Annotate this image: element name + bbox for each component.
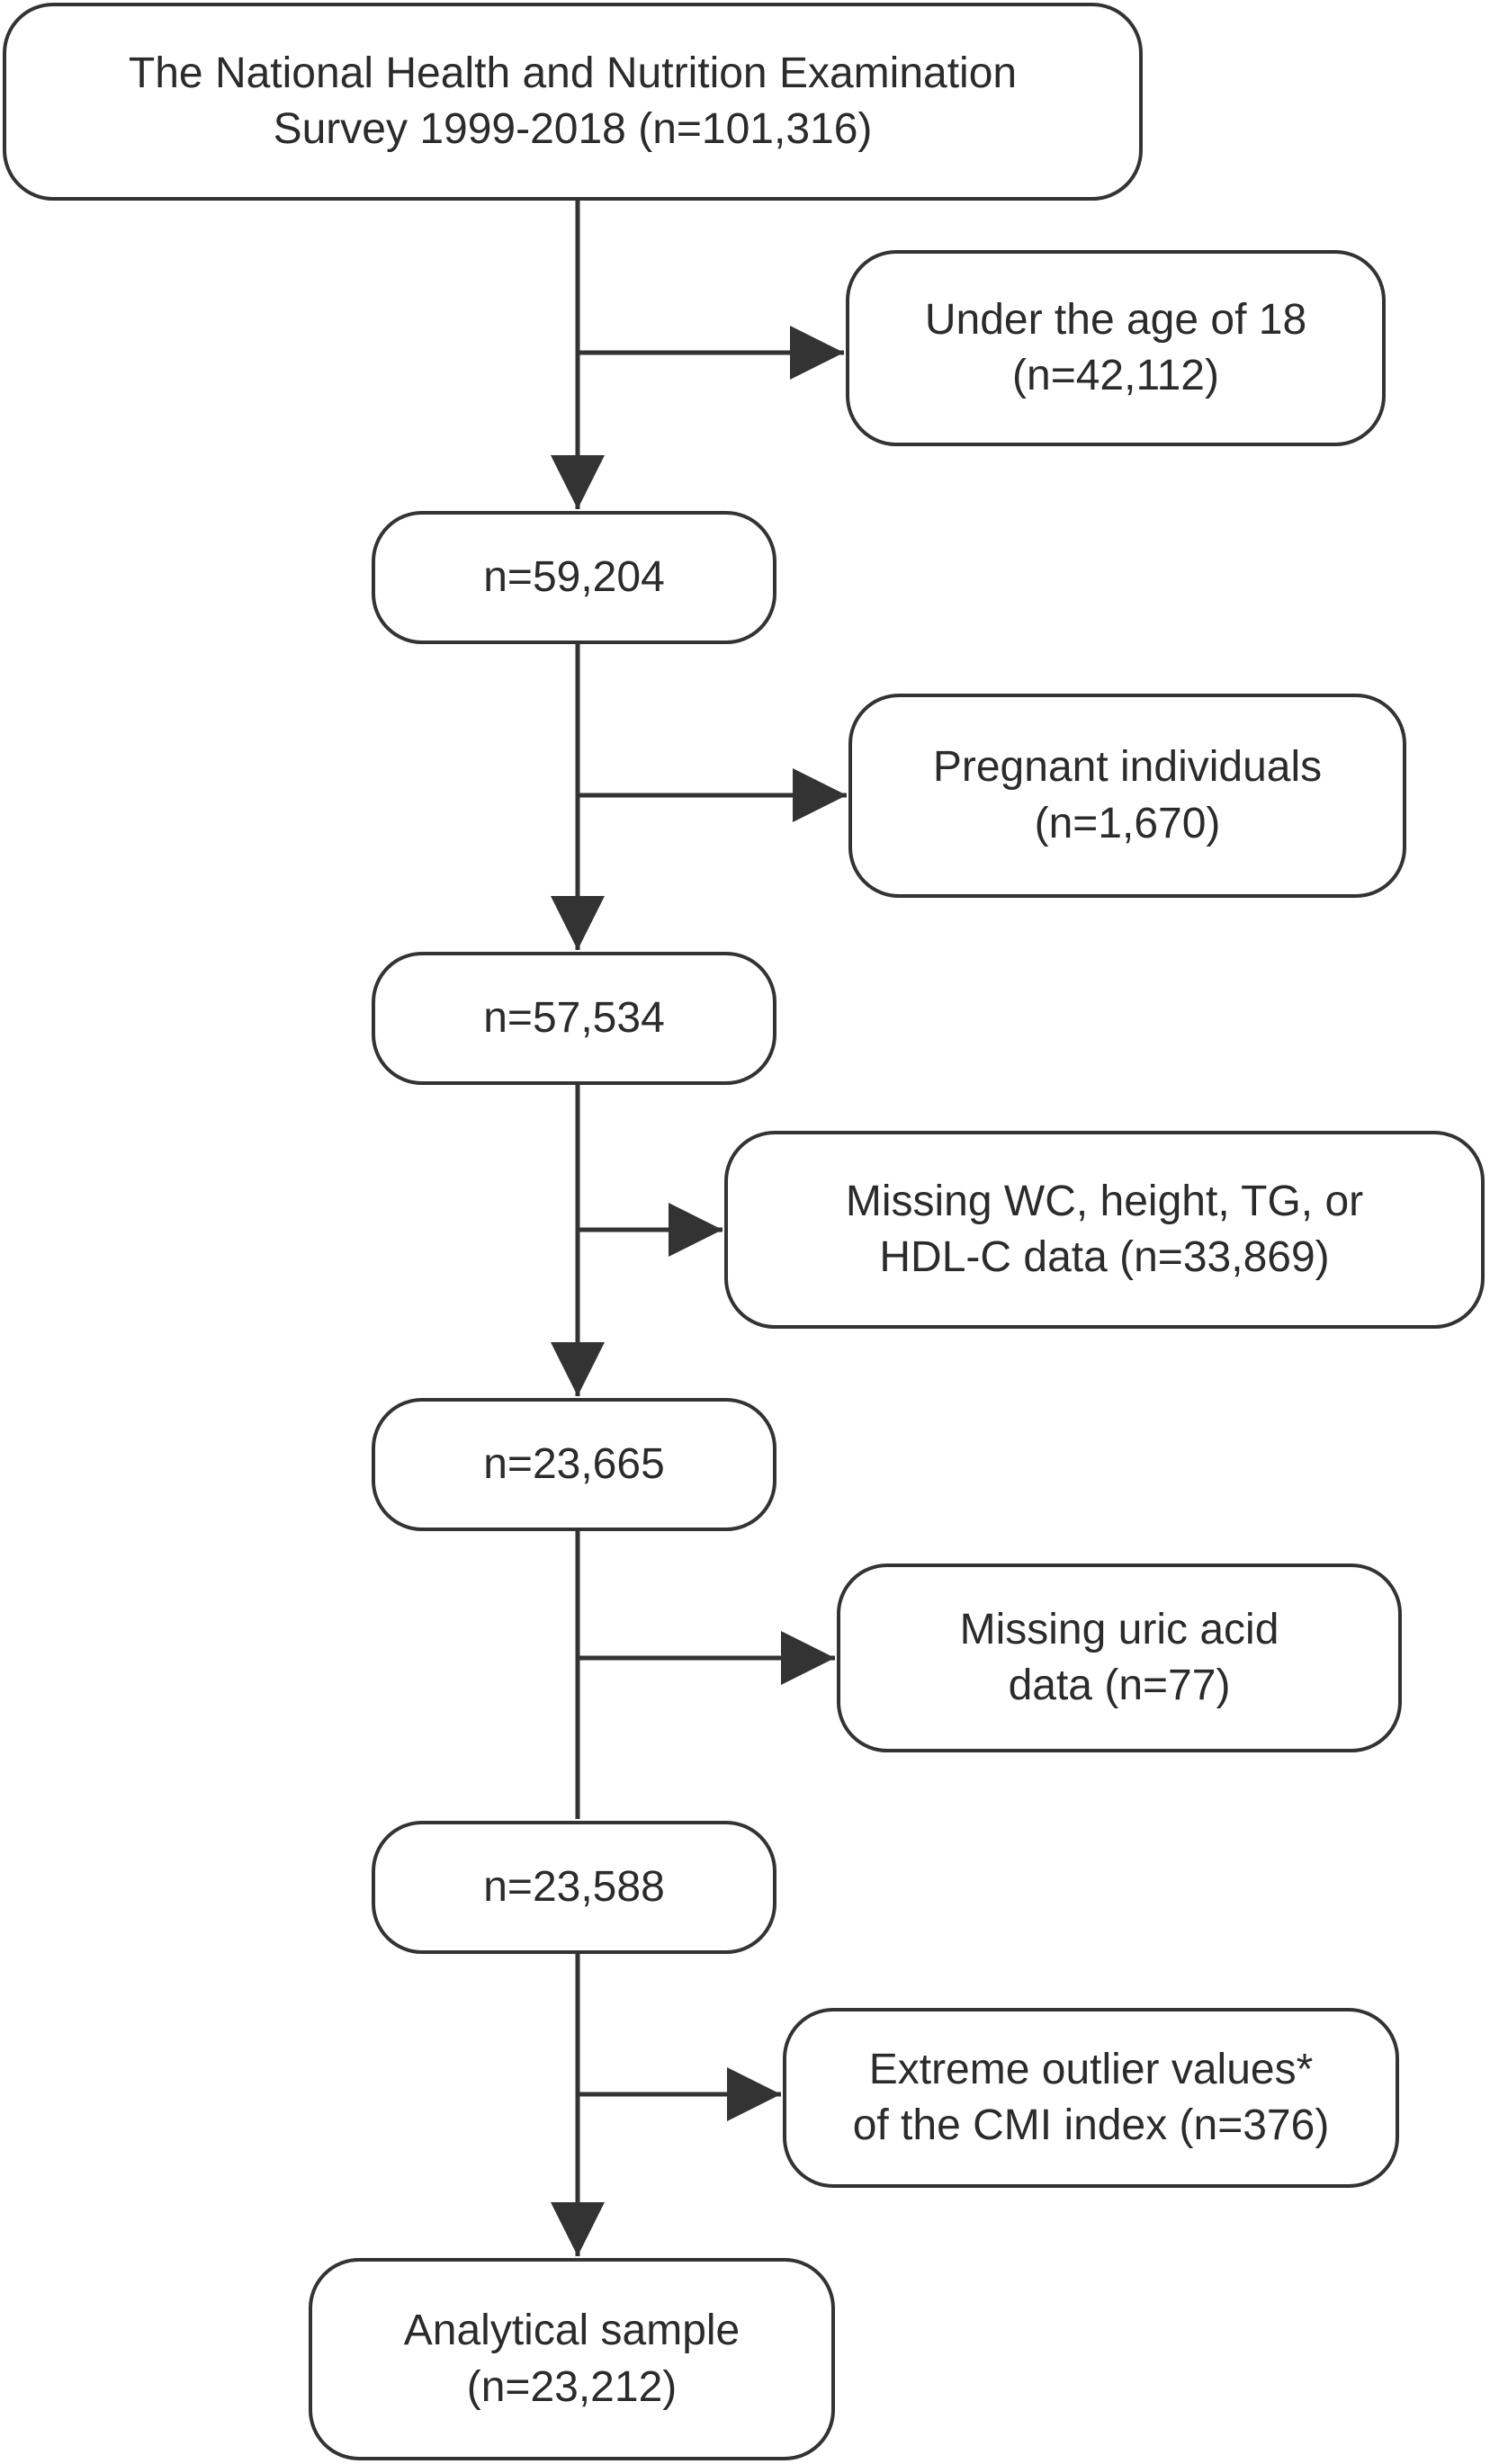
remaining-count-box-2: n=57,534 bbox=[372, 952, 776, 1085]
exclusion-under18-box: Under the age of 18 (n=42,112) bbox=[846, 250, 1386, 446]
exclusion-under18-line1: Under the age of 18 bbox=[924, 295, 1307, 344]
analytical-sample-line1: Analytical sample bbox=[403, 2307, 741, 2355]
exclusion-outlier-line1: Extreme outlier values* bbox=[868, 2045, 1314, 2093]
source-population-box: The National Health and Nutrition Examin… bbox=[3, 3, 1143, 201]
remaining-count-2: n=57,534 bbox=[483, 993, 665, 1042]
exclusion-outlier-line2: of the CMI index (n=376) bbox=[852, 2101, 1330, 2149]
source-population-line1: The National Health and Nutrition Examin… bbox=[128, 49, 1018, 97]
exclusion-under18-line2: (n=42,112) bbox=[1012, 352, 1219, 399]
source-population-line2: Survey 1999-2018 (n=101,316) bbox=[273, 105, 873, 153]
remaining-count-box-3: n=23,665 bbox=[372, 1398, 776, 1531]
exclusion-uric-acid-box: Missing uric acid data (n=77) bbox=[837, 1564, 1402, 1752]
exclusion-missing-measures-line2: HDL-C data (n=33,869) bbox=[879, 1233, 1330, 1281]
remaining-count-1: n=59,204 bbox=[483, 552, 665, 601]
analytical-sample-box: Analytical sample (n=23,212) bbox=[309, 2258, 835, 2460]
exclusion-uric-acid-line2: data (n=77) bbox=[1008, 1662, 1231, 1709]
exclusion-pregnant-line2: (n=1,670) bbox=[1034, 799, 1221, 847]
exclusion-pregnant-line1: Pregnant individuals bbox=[932, 743, 1323, 792]
exclusion-pregnant-box: Pregnant individuals (n=1,670) bbox=[848, 694, 1406, 898]
remaining-count-box-1: n=59,204 bbox=[372, 511, 776, 644]
exclusion-outlier-box: Extreme outlier values* of the CMI index… bbox=[783, 2008, 1399, 2188]
exclusion-uric-acid-line1: Missing uric acid bbox=[959, 1605, 1279, 1653]
remaining-count-4: n=23,588 bbox=[483, 1862, 665, 1911]
remaining-count-3: n=23,665 bbox=[483, 1439, 665, 1488]
analytical-sample-line2: (n=23,212) bbox=[466, 2362, 678, 2411]
remaining-count-box-4: n=23,588 bbox=[372, 1821, 776, 1954]
exclusion-missing-measures-line1: Missing WC, height, TG, or bbox=[845, 1177, 1364, 1225]
exclusion-missing-measures-box: Missing WC, height, TG, or HDL-C data (n… bbox=[724, 1131, 1485, 1329]
